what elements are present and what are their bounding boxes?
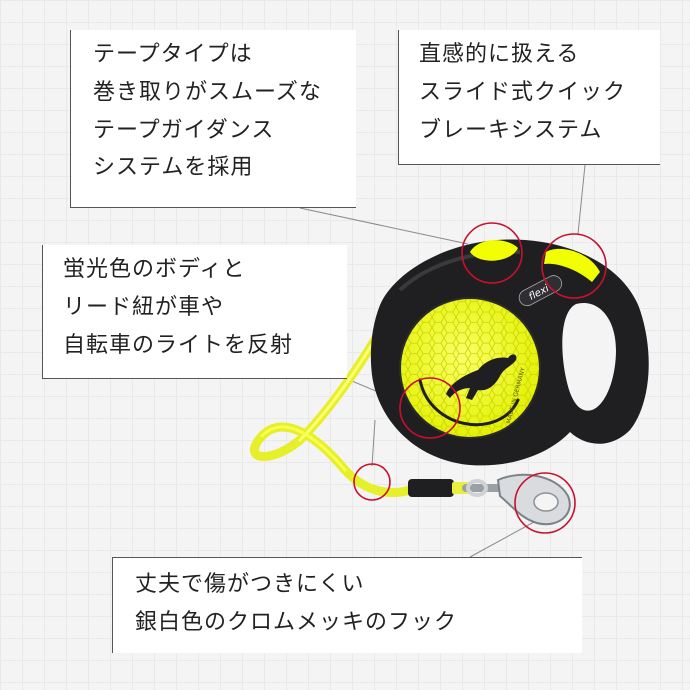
callout-line: 蛍光色のボディと [63,257,246,282]
callout-hook: 丈夫で傷がつきにくい 銀白色のクロムメッキのフック [112,557,582,653]
callout-line: 直感的に扱える [419,42,580,67]
leader-line-hook [469,515,546,558]
dog-icon [446,354,517,400]
callout-line: スライド式クイック [419,79,627,105]
callout-line: リード紐が車や [63,294,225,320]
highlight-reflective-disc [399,377,461,439]
highlight-circles [353,222,607,534]
leader-line-reflective-tape [371,419,376,467]
callout-line: テープガイダンス [93,117,275,143]
callout-reflective: 蛍光色のボディと リード紐が車や 自転車のライトを反射 [42,245,347,379]
callout-line: 丈夫で傷がつきにくい [135,572,365,597]
callout-line: テープタイプは [93,42,253,67]
callout-line: ブレーキシステム [419,117,603,143]
callout-line: システムを採用 [93,155,254,181]
leash-body: MADE IN GERMANY flexi [370,239,649,466]
highlight-hook [514,472,576,534]
leader-line-brake [577,164,586,235]
callout-line: 巻き取りがスムーズな [93,79,322,105]
callout-line: 銀白色のクロムメッキのフック [135,609,458,635]
leader-line-tape [299,207,469,245]
leash-clip [408,479,454,497]
highlight-tape-guide [461,222,523,284]
chrome-hook [462,473,571,526]
callout-line: 自転車のライトを反射 [63,332,294,358]
callout-tape-guidance: テープタイプは 巻き取りがスムーズな テープガイダンス システムを採用 [70,30,356,208]
highlight-tape [353,463,391,501]
callout-brake: 直感的に扱える スライド式クイック ブレーキシステム [398,30,660,165]
highlight-brake [541,233,607,299]
